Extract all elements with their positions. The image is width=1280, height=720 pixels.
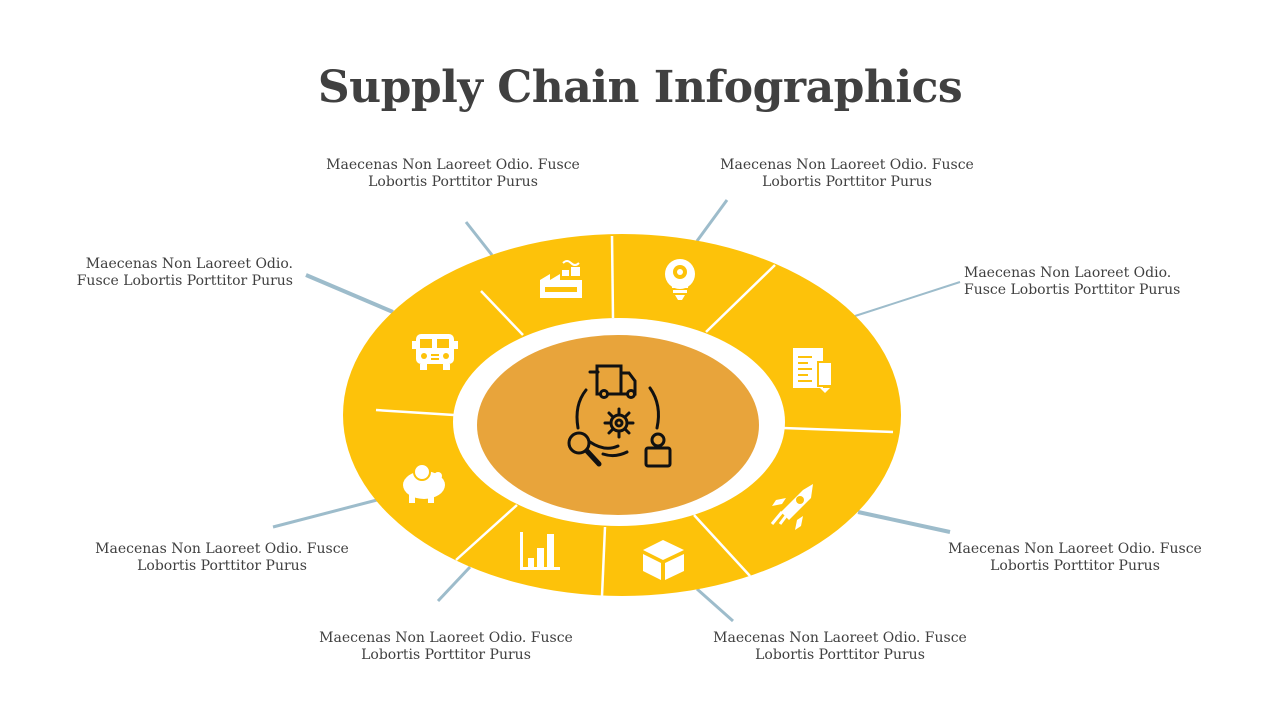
label-bus: Maecenas Non Laoreet Odio. Fusce Loborti…: [76, 256, 293, 289]
lightbulb-gear-icon: [665, 259, 695, 300]
connector-line: [464, 221, 494, 256]
label-box: Maecenas Non Laoreet Odio. Fusce Loborti…: [713, 630, 967, 663]
box-icon: [643, 540, 684, 580]
bar-chart-icon: [520, 532, 560, 570]
connector-lines: [272, 199, 961, 623]
connector-line: [857, 510, 951, 534]
segment-dividers: [375, 235, 894, 597]
label-bar-chart: Maecenas Non Laoreet Odio. Fusce Loborti…: [319, 630, 573, 663]
connector-line: [696, 587, 734, 623]
connector-line: [695, 199, 729, 242]
connector-line: [854, 281, 961, 317]
rocket-icon: [770, 484, 813, 530]
connector-line: [305, 273, 394, 314]
supply-chain-cycle-icon: [567, 364, 672, 468]
label-document: Maecenas Non Laoreet Odio. Fusce Loborti…: [964, 265, 1181, 298]
connector-line: [436, 565, 472, 603]
page-title: Supply Chain Infographics: [317, 62, 963, 113]
document-pencil-icon: [793, 348, 833, 393]
factory-icon: [540, 260, 582, 298]
label-piggy-bank: Maecenas Non Laoreet Odio. Fusce Loborti…: [95, 541, 349, 574]
label-rocket: Maecenas Non Laoreet Odio. Fusce Loborti…: [948, 541, 1202, 574]
bus-icon: [412, 334, 458, 370]
label-factory: Maecenas Non Laoreet Odio. Fusce Loborti…: [326, 157, 580, 190]
connector-line: [272, 498, 378, 529]
label-lightbulb: Maecenas Non Laoreet Odio. Fusce Loborti…: [720, 157, 974, 190]
piggy-bank-icon: [403, 463, 445, 503]
